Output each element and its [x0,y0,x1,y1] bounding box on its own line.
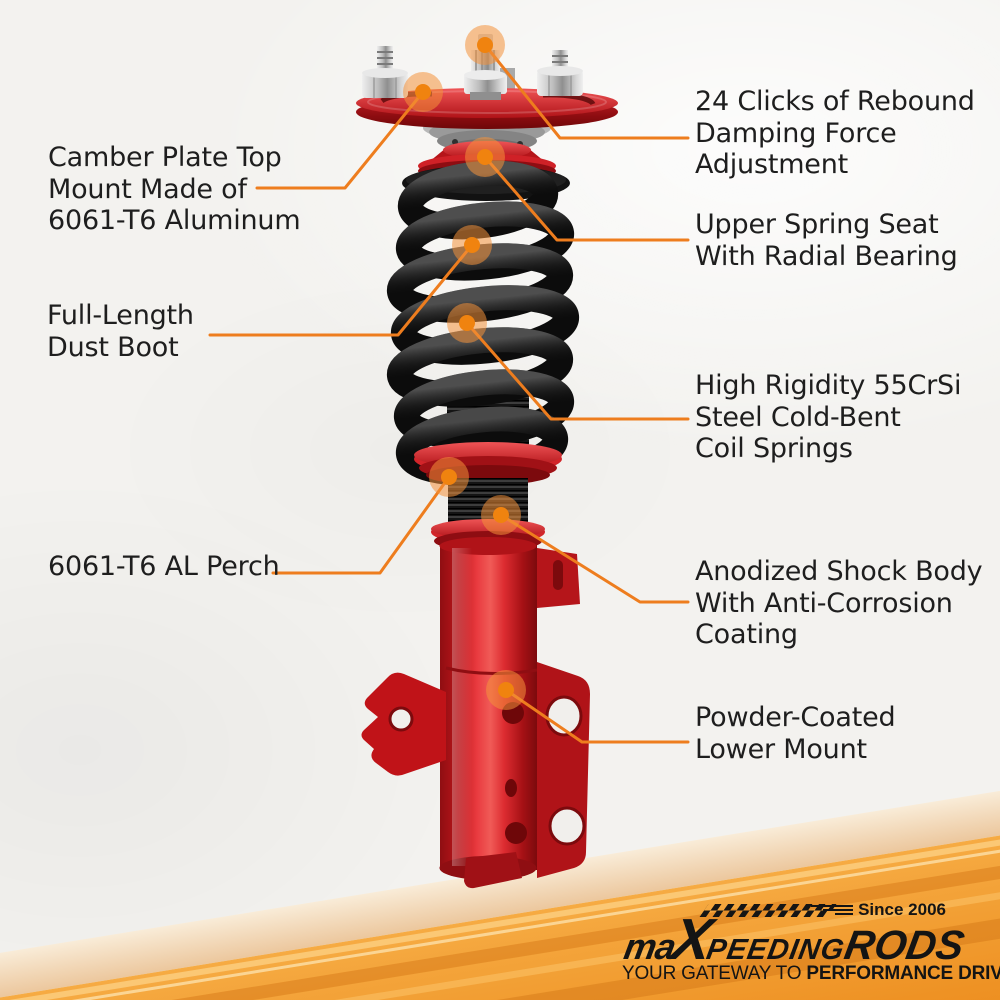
hotspot-dust-boot-icon [452,225,492,265]
brand-logo: Since 2006 maXPEEDINGRODS YOUR GATEWAY T… [616,900,1000,985]
hotspot-coil-springs-icon [447,303,487,343]
banner-band [0,747,1000,1000]
brand-since: Since 2006 [858,900,946,919]
bottom-tab [464,852,522,889]
hotspot-damping-adjustment-icon [465,25,505,65]
leader-damping-adjustment [483,43,690,140]
leader-lower-mount [504,688,690,744]
callout-label-upper-spring-seat: Upper Spring Seat With Radial Bearing [695,209,958,272]
callout-label-camber-plate: Camber Plate Top Mount Made of 6061-T6 A… [48,142,301,236]
brand-top-row: Since 2006 [616,900,1000,919]
leader-camber-plate [255,90,425,190]
hotspot-markers [403,25,526,710]
wordmark-rods: RODS [841,922,968,968]
leader-coil-springs [465,321,690,421]
brake-line-bracket [361,672,446,776]
mount-stud-right [537,50,583,96]
callout-label-dust-boot: Full-Length Dust Boot [47,300,194,363]
wordmark-peeding: PEEDING [704,934,848,966]
hotspot-lower-mount-icon [486,670,526,710]
hotspot-upper-spring-seat-icon [465,137,505,177]
brand-wordmark: maXPEEDINGRODS [621,907,1000,972]
hotspot-shock-body-icon [481,495,521,535]
callout-label-damping-adjustment: 24 Clicks of Rebound Damping Force Adjus… [695,86,975,180]
checkered-flag-icon [699,904,837,917]
mount-stud-left [362,46,408,98]
tagline-bold: PERFORMANCE DRIVING [806,963,1000,984]
leader-dust-boot [208,243,474,337]
callout-label-coil-springs: High Rigidity 55CrSi Steel Cold-Bent Coi… [695,370,962,464]
callout-label-shock-body: Anodized Shock Body With Anti-Corrosion … [695,556,983,650]
callout-label-lower-mount: Powder-Coated Lower Mount [695,702,896,765]
callout-label-al-perch: 6061-T6 AL Perch [48,551,280,582]
callout-lines [208,43,690,744]
tagline-prefix: YOUR GATEWAY TO [622,963,807,984]
leader-upper-spring-seat [483,155,690,242]
leader-shock-body [499,513,690,604]
brand-tagline: YOUR GATEWAY TO PERFORMANCE DRIVING [622,963,1000,985]
hotspot-al-perch-icon [429,457,469,497]
leader-al-perch [271,475,451,575]
hotspot-camber-plate-icon [403,72,443,112]
